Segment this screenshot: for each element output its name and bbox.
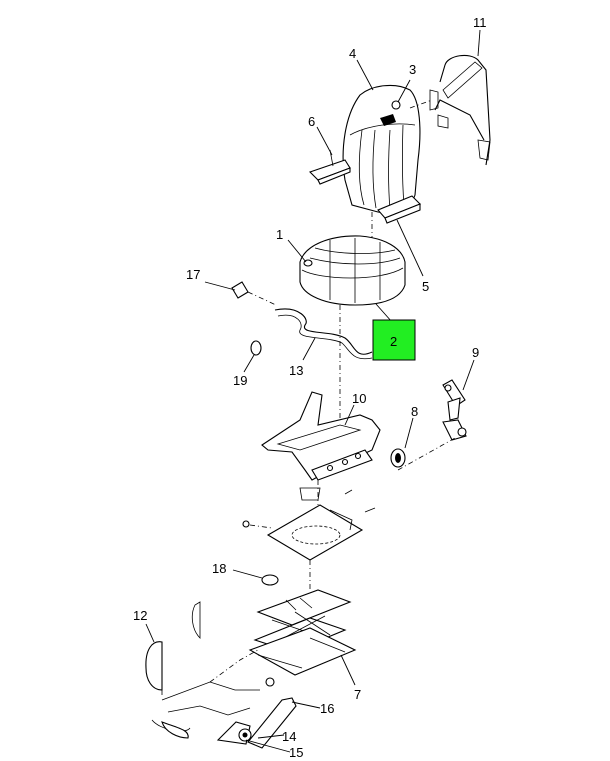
knob-18: [261, 574, 279, 586]
callout-7[interactable]: 7: [354, 687, 361, 702]
callout-6[interactable]: 6: [308, 114, 315, 129]
lower-linkage: [151, 649, 297, 749]
highlight-box-2[interactable]: [372, 319, 416, 361]
leader-lines: [145, 29, 481, 753]
callout-3[interactable]: 3: [409, 62, 416, 77]
callout-12[interactable]: 12: [133, 608, 147, 623]
callout-8[interactable]: 8: [411, 404, 418, 419]
callout-5[interactable]: 5: [422, 279, 429, 294]
knob-17: [231, 281, 277, 306]
callout-15[interactable]: 15: [289, 745, 303, 760]
callout-16[interactable]: 16: [320, 701, 334, 716]
cover-12: [145, 601, 201, 698]
callout-19[interactable]: 19: [233, 373, 247, 388]
headrest-button: [391, 100, 401, 110]
callouts: 1 2 3 4 5 6 7 8 9 10 11 12 13 14 15 16 1…: [133, 15, 487, 760]
callout-2[interactable]: 2: [390, 334, 397, 349]
callout-13[interactable]: 13: [289, 363, 303, 378]
callout-18[interactable]: 18: [212, 561, 226, 576]
callout-11[interactable]: 11: [473, 15, 487, 30]
plug-19: [250, 340, 262, 356]
armrest-right: [377, 195, 421, 224]
callout-10[interactable]: 10: [352, 391, 366, 406]
adjust-cable: [274, 308, 373, 360]
seat-cushion: [299, 235, 406, 306]
mounting-plate: [242, 487, 376, 561]
back-frame: [409, 54, 491, 166]
knob-8: [390, 448, 406, 468]
callout-14[interactable]: 14: [282, 729, 296, 744]
seat-back: [342, 84, 421, 214]
scissor-base: [248, 589, 357, 676]
seat-plate: [261, 391, 381, 481]
shock-absorber: [442, 379, 467, 441]
callout-1[interactable]: 1: [276, 227, 283, 242]
assembly-line-right: [397, 437, 456, 471]
callout-9[interactable]: 9: [472, 345, 479, 360]
armrest-left: [308, 149, 351, 185]
callout-4[interactable]: 4: [349, 46, 356, 61]
callout-17[interactable]: 17: [186, 267, 200, 282]
